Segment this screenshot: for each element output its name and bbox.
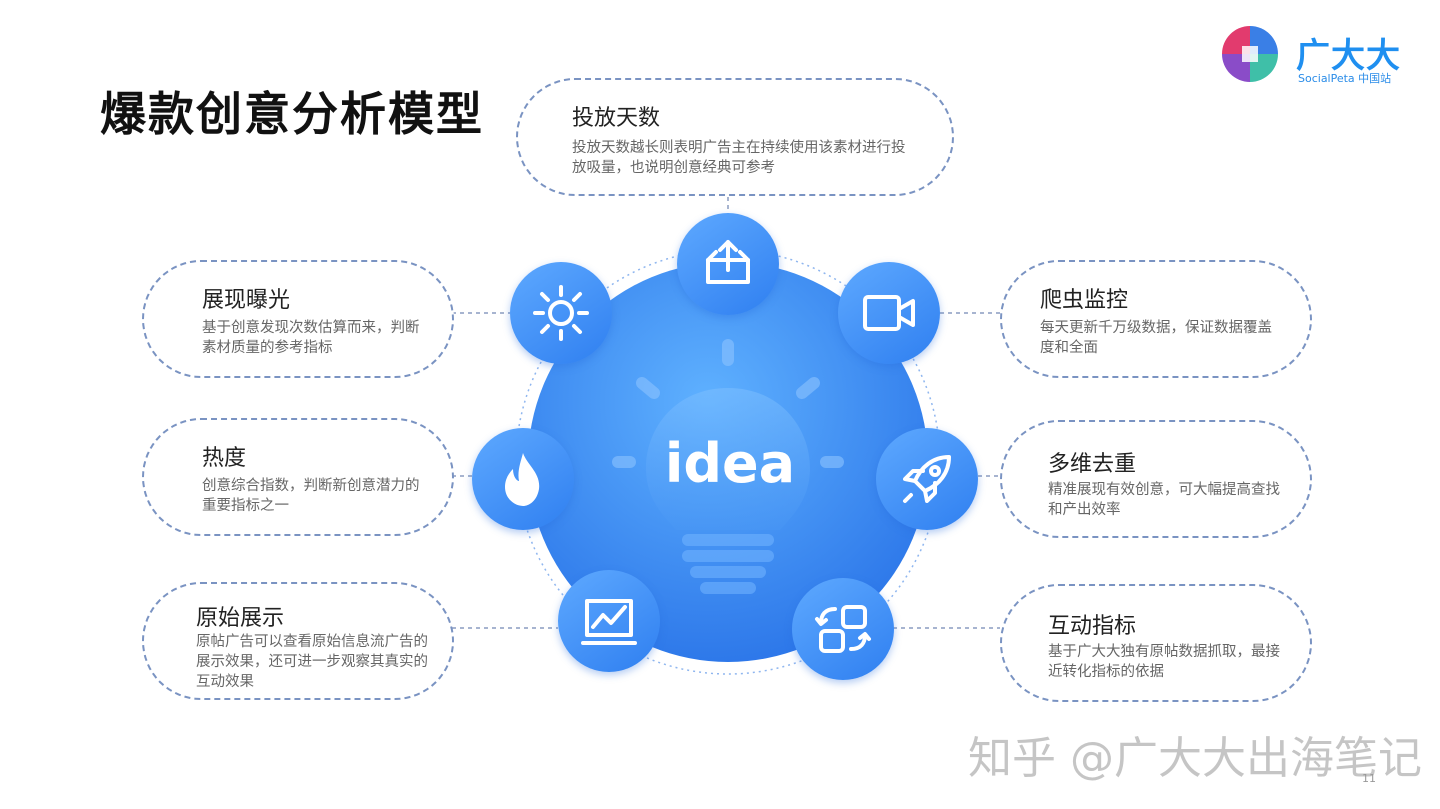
card-description: 基于广大大独有原帖数据抓取，最接近转化指标的依据 <box>1048 644 1280 680</box>
watermark: 知乎 @广大大出海笔记 <box>968 733 1422 784</box>
card-description: 精准展现有效创意，可大幅提高查找和产出效率 <box>1048 482 1280 518</box>
video-camera-icon <box>838 262 940 364</box>
page-title: 爆款创意分析模型 <box>100 87 484 141</box>
card-title: 热度 <box>202 446 247 471</box>
card-title: 投放天数 <box>572 106 661 131</box>
card-dedup: 多维去重 精准展现有效创意，可大幅提高查找和产出效率 <box>1000 420 1312 538</box>
fire-icon <box>472 428 574 530</box>
logo: 广大大 SocialPeta 中国站 <box>1220 24 1420 88</box>
card-title: 多维去重 <box>1048 452 1137 477</box>
logo-subtitle: SocialPeta 中国站 <box>1298 72 1392 85</box>
rocket-icon <box>876 428 978 530</box>
line-chart-icon <box>558 570 660 672</box>
card-impressions: 展现曝光 基于创意发现次数估算而来，判断素材质量的参考指标 <box>142 260 454 378</box>
card-crawler-monitoring: 爬虫监控 每天更新千万级数据，保证数据覆盖度和全面 <box>1000 260 1312 378</box>
card-title: 展现曝光 <box>202 288 291 313</box>
card-popularity: 热度 创意综合指数，判断新创意潜力的重要指标之一 <box>142 418 454 536</box>
card-title: 互动指标 <box>1048 614 1137 639</box>
card-title: 原始展示 <box>196 606 285 631</box>
logo-name: 广大大 <box>1296 36 1401 76</box>
center-label: idea <box>665 432 795 495</box>
sun-icon <box>510 262 612 364</box>
card-title: 爬虫监控 <box>1040 288 1129 313</box>
card-description: 原帖广告可以查看原始信息流广告的展示效果，还可进一步观察其真实的互动效果 <box>196 634 428 690</box>
card-placement-days: 投放天数 投放天数越长则表明广告主在持续使用该素材进行投放吸量，也说明创意经典可… <box>516 78 954 196</box>
card-interaction-metrics: 互动指标 基于广大大独有原帖数据抓取，最接近转化指标的依据 <box>1000 584 1312 702</box>
sync-icon <box>792 578 894 680</box>
card-original-display: 原始展示 原帖广告可以查看原始信息流广告的展示效果，还可进一步观察其真实的互动效… <box>142 582 454 700</box>
card-description: 创意综合指数，判断新创意潜力的重要指标之一 <box>202 478 420 514</box>
box-upload-icon <box>677 213 779 315</box>
card-description: 每天更新千万级数据，保证数据覆盖度和全面 <box>1040 320 1272 356</box>
page-number: 11 <box>1362 772 1376 785</box>
card-description: 基于创意发现次数估算而来，判断素材质量的参考指标 <box>202 320 420 356</box>
card-description: 投放天数越长则表明广告主在持续使用该素材进行投放吸量，也说明创意经典可参考 <box>572 140 906 176</box>
logo-mark-icon <box>1222 26 1278 82</box>
